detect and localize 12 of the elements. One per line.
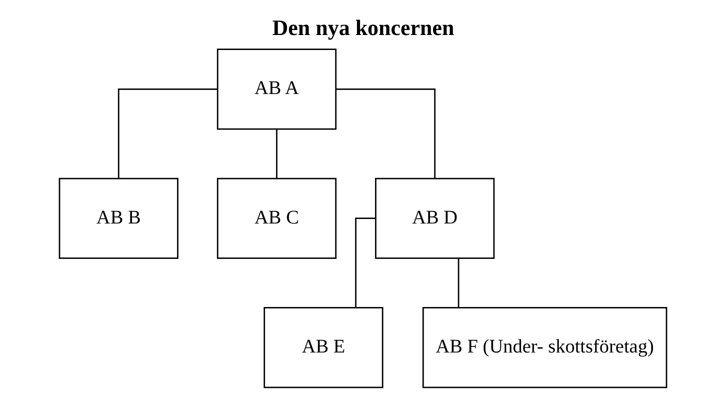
node-box: AB C	[216, 178, 336, 259]
connector	[457, 258, 459, 308]
connector	[354, 218, 375, 308]
node-box: AB A	[216, 48, 336, 130]
node-box: AB B	[58, 178, 178, 259]
node-box: AB D	[374, 178, 494, 259]
connector	[336, 88, 436, 178]
node-box: AB F (Under- skottsföretag)	[422, 307, 667, 388]
connector	[276, 129, 277, 178]
node-box: AB E	[263, 307, 383, 388]
connector	[117, 88, 217, 178]
diagram-title: Den nya koncernen	[272, 15, 454, 40]
